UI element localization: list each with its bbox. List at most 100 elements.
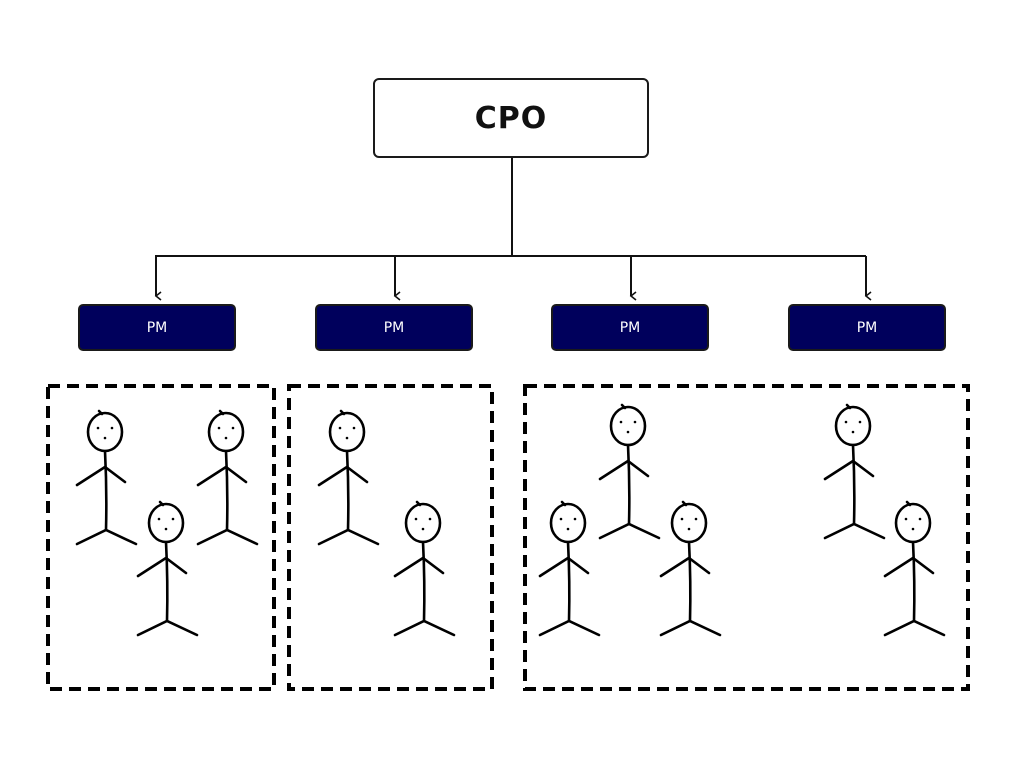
face-dot — [103, 436, 107, 440]
head — [609, 405, 647, 447]
hair — [845, 403, 852, 410]
body — [421, 540, 426, 623]
stick-figure-icon — [538, 500, 601, 637]
pm-label: PM — [146, 319, 168, 336]
hair — [339, 409, 346, 416]
face-dot — [421, 527, 425, 531]
body — [224, 449, 229, 532]
head — [328, 411, 366, 453]
face-dot — [626, 430, 630, 434]
stick-figure-icon — [317, 409, 380, 546]
head — [147, 502, 185, 544]
arms — [317, 465, 369, 487]
head — [834, 405, 872, 447]
face-dot — [171, 517, 175, 521]
head — [670, 502, 708, 544]
legs — [75, 528, 138, 546]
arms — [659, 556, 711, 578]
head — [404, 502, 442, 544]
face-dot — [851, 430, 855, 434]
pm-node-4: PM — [788, 304, 946, 351]
arms — [393, 556, 445, 578]
face-dot — [414, 517, 418, 521]
face-dot — [231, 426, 235, 430]
hair — [905, 500, 912, 507]
face-dot — [858, 420, 862, 424]
cpo-node: CPO — [373, 78, 649, 158]
arms — [823, 459, 875, 481]
legs — [196, 528, 259, 546]
face-dot — [687, 527, 691, 531]
team-box-2 — [287, 384, 494, 691]
arms — [883, 556, 935, 578]
arms — [598, 459, 650, 481]
face-dot — [96, 426, 100, 430]
body — [851, 443, 856, 526]
face-dot — [573, 517, 577, 521]
pm-label: PM — [856, 319, 878, 336]
stick-figure-icon — [823, 403, 886, 540]
body — [103, 449, 108, 532]
face-dot — [566, 527, 570, 531]
face-dot — [694, 517, 698, 521]
hair — [560, 500, 567, 507]
head — [894, 502, 932, 544]
face-dot — [110, 426, 114, 430]
stick-figure-icon — [393, 500, 456, 637]
face-dot — [633, 420, 637, 424]
hair — [681, 500, 688, 507]
legs — [393, 619, 456, 637]
hair — [620, 403, 627, 410]
face-dot — [680, 517, 684, 521]
pm-node-3: PM — [551, 304, 709, 351]
hair — [415, 500, 422, 507]
pm-node-2: PM — [315, 304, 473, 351]
face-dot — [918, 517, 922, 521]
arms — [75, 465, 127, 487]
face-dot — [428, 517, 432, 521]
body — [911, 540, 916, 623]
body — [345, 449, 350, 532]
arms — [538, 556, 590, 578]
face-dot — [217, 426, 221, 430]
body — [164, 540, 169, 623]
face-dot — [619, 420, 623, 424]
face-dot — [157, 517, 161, 521]
hair — [158, 500, 165, 507]
legs — [538, 619, 601, 637]
stick-figure-icon — [598, 403, 661, 540]
cpo-label: CPO — [474, 100, 548, 136]
team-box-3 — [523, 384, 970, 691]
legs — [317, 528, 380, 546]
pm-node-1: PM — [78, 304, 236, 351]
face-dot — [559, 517, 563, 521]
face-dot — [224, 436, 228, 440]
legs — [598, 522, 661, 540]
stick-figure-icon — [659, 500, 722, 637]
head — [549, 502, 587, 544]
stick-figure-icon — [75, 409, 138, 546]
body — [687, 540, 692, 623]
legs — [659, 619, 722, 637]
body — [566, 540, 571, 623]
arms — [136, 556, 188, 578]
stick-figure-icon — [196, 409, 259, 546]
hair — [97, 409, 104, 416]
legs — [136, 619, 199, 637]
face-dot — [904, 517, 908, 521]
arms — [196, 465, 248, 487]
legs — [823, 522, 886, 540]
face-dot — [164, 527, 168, 531]
stick-figure-icon — [136, 500, 199, 637]
face-dot — [352, 426, 356, 430]
face-dot — [345, 436, 349, 440]
pm-label: PM — [383, 319, 405, 336]
legs — [883, 619, 946, 637]
face-dot — [911, 527, 915, 531]
face-dot — [338, 426, 342, 430]
hair — [218, 409, 225, 416]
stick-figure-icon — [883, 500, 946, 637]
face-dot — [844, 420, 848, 424]
head — [207, 411, 245, 453]
